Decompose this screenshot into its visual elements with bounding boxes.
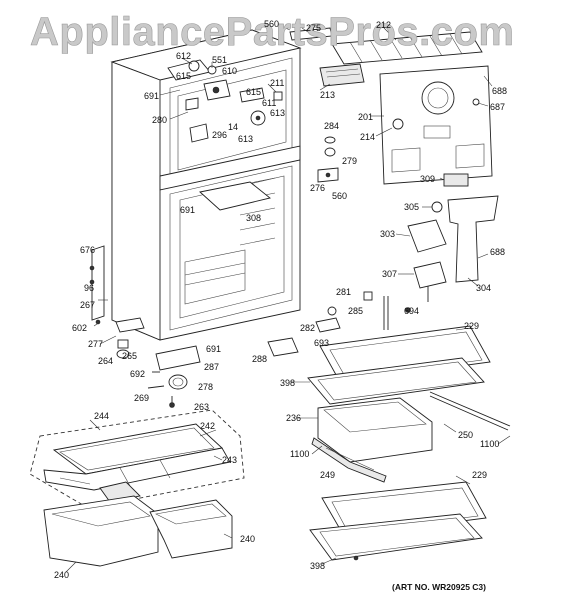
label-610: 610 xyxy=(222,66,238,76)
watermark-text: AppliancePartsPros.com xyxy=(30,10,515,55)
label-303: 303 xyxy=(380,229,396,239)
label-615: 615 xyxy=(176,71,192,81)
label-275: 275 xyxy=(306,23,322,33)
label-267: 267 xyxy=(80,300,96,310)
label-1100-right: 1100 xyxy=(480,439,500,449)
label-277: 277 xyxy=(88,339,104,349)
label-305: 305 xyxy=(404,202,420,212)
label-694: 694 xyxy=(404,306,420,316)
label-676: 676 xyxy=(80,245,96,255)
label-249: 249 xyxy=(320,470,336,480)
label-687: 687 xyxy=(490,102,506,112)
label-229-upper: 229 xyxy=(464,321,480,331)
label-692: 692 xyxy=(130,369,146,379)
label-693: 693 xyxy=(314,338,330,348)
label-213: 213 xyxy=(320,90,336,100)
label-240-left: 240 xyxy=(54,570,70,580)
label-243: 243 xyxy=(222,455,238,465)
label-269: 269 xyxy=(134,393,150,403)
label-398-lower: 398 xyxy=(310,561,326,571)
label-263: 263 xyxy=(194,402,210,412)
leader-lines xyxy=(65,24,511,573)
label-284: 284 xyxy=(324,121,340,131)
label-688: 688 xyxy=(490,247,506,257)
label-250: 250 xyxy=(458,430,474,440)
label-304: 304 xyxy=(476,283,492,293)
label-242: 242 xyxy=(200,421,216,431)
label-551: 551 xyxy=(212,55,228,65)
label-278: 278 xyxy=(198,382,214,392)
label-309: 309 xyxy=(420,174,436,184)
crisper-drawer xyxy=(311,391,511,483)
label-265: 265 xyxy=(122,351,138,361)
label-296: 296 xyxy=(212,130,228,140)
label-398-upper: 398 xyxy=(280,378,296,388)
label-14: 14 xyxy=(228,122,239,132)
label-281: 281 xyxy=(336,287,352,297)
pan-assembly xyxy=(29,409,245,509)
label-280: 280 xyxy=(152,115,168,125)
label-287: 287 xyxy=(204,362,220,372)
glass-shelf-upper xyxy=(307,325,491,405)
label-560: 560 xyxy=(264,19,280,29)
label-96: 96 xyxy=(84,283,95,293)
drawer-pans xyxy=(43,495,233,567)
label-611: 611 xyxy=(262,98,277,108)
label-244: 244 xyxy=(94,411,110,421)
label-240-right: 240 xyxy=(240,534,256,544)
small-parts-right-upper xyxy=(317,136,339,183)
label-307: 307 xyxy=(382,269,398,279)
label-214: 214 xyxy=(360,132,376,142)
label-691: 691 xyxy=(144,91,160,101)
label-560-b: 560 xyxy=(332,191,348,201)
bottom-hinge-parts xyxy=(89,265,201,408)
label-288: 288 xyxy=(252,354,268,364)
label-236: 236 xyxy=(286,413,302,423)
label-279: 279 xyxy=(342,156,358,166)
label-691-b: 691 xyxy=(180,205,196,215)
glass-shelf-lower xyxy=(309,481,487,561)
label-602: 602 xyxy=(72,323,88,333)
label-282: 282 xyxy=(300,323,316,333)
air-duct-parts xyxy=(405,195,499,313)
label-229-lower: 229 xyxy=(472,470,488,480)
label-613-b: 613 xyxy=(238,134,254,144)
cabinet xyxy=(91,29,302,341)
label-613: 613 xyxy=(270,108,286,118)
label-211: 211 xyxy=(270,78,285,88)
art-number: (ART NO. WR20925 C3) xyxy=(392,582,486,592)
small-parts-center xyxy=(267,291,389,357)
label-201: 201 xyxy=(358,112,374,122)
label-1100-left: 1100 xyxy=(290,449,310,459)
label-612: 612 xyxy=(176,51,192,61)
label-212: 212 xyxy=(376,20,392,30)
wire-shelf-212 xyxy=(289,27,483,87)
label-285: 285 xyxy=(348,306,364,316)
label-691-c: 691 xyxy=(206,344,222,354)
label-615-b: 615 xyxy=(246,87,262,97)
label-308: 308 xyxy=(246,213,262,223)
evaporator-cover xyxy=(379,65,493,187)
label-276: 276 xyxy=(310,183,326,193)
label-264: 264 xyxy=(98,356,114,366)
label-688-top: 688 xyxy=(492,86,508,96)
